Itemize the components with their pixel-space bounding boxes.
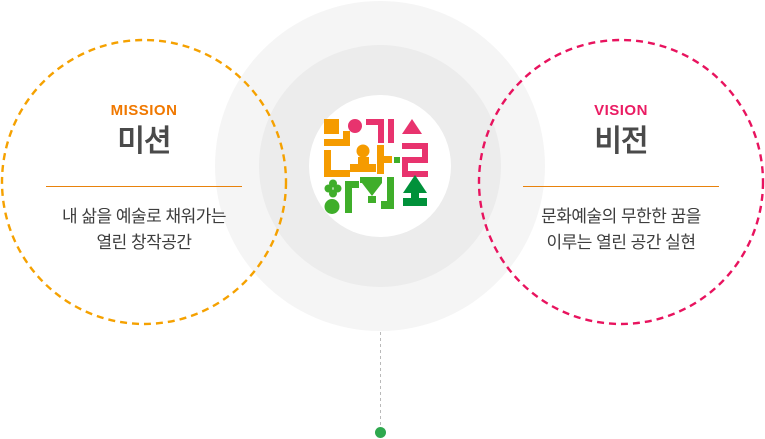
vision-title: 비전 [594, 125, 648, 158]
culture-arts-logo-icon [324, 119, 428, 214]
connector-dotted-line [380, 332, 381, 426]
vision-panel: VISION 비전 문화예술의 무한한 꿈을 이루는 열린 공간 실현 [501, 101, 741, 256]
vision-divider [523, 186, 719, 187]
mission-dashed-circle [0, 38, 288, 326]
connector-end-dot [375, 427, 386, 438]
mission-description: 내 삶을 예술로 채워가는 열린 창작공간 [61, 207, 227, 252]
vision-dashed-circle [477, 38, 765, 326]
mission-title: 미션 [117, 125, 171, 158]
vision-label: VISION [594, 102, 648, 119]
mission-divider [46, 186, 242, 187]
mission-panel: MISSION 미션 내 삶을 예술로 채워가는 열린 창작공간 [24, 101, 264, 256]
mission-label: MISSION [110, 102, 178, 119]
vision-description: 문화예술의 무한한 꿈을 이루는 열린 공간 실현 [541, 207, 701, 252]
